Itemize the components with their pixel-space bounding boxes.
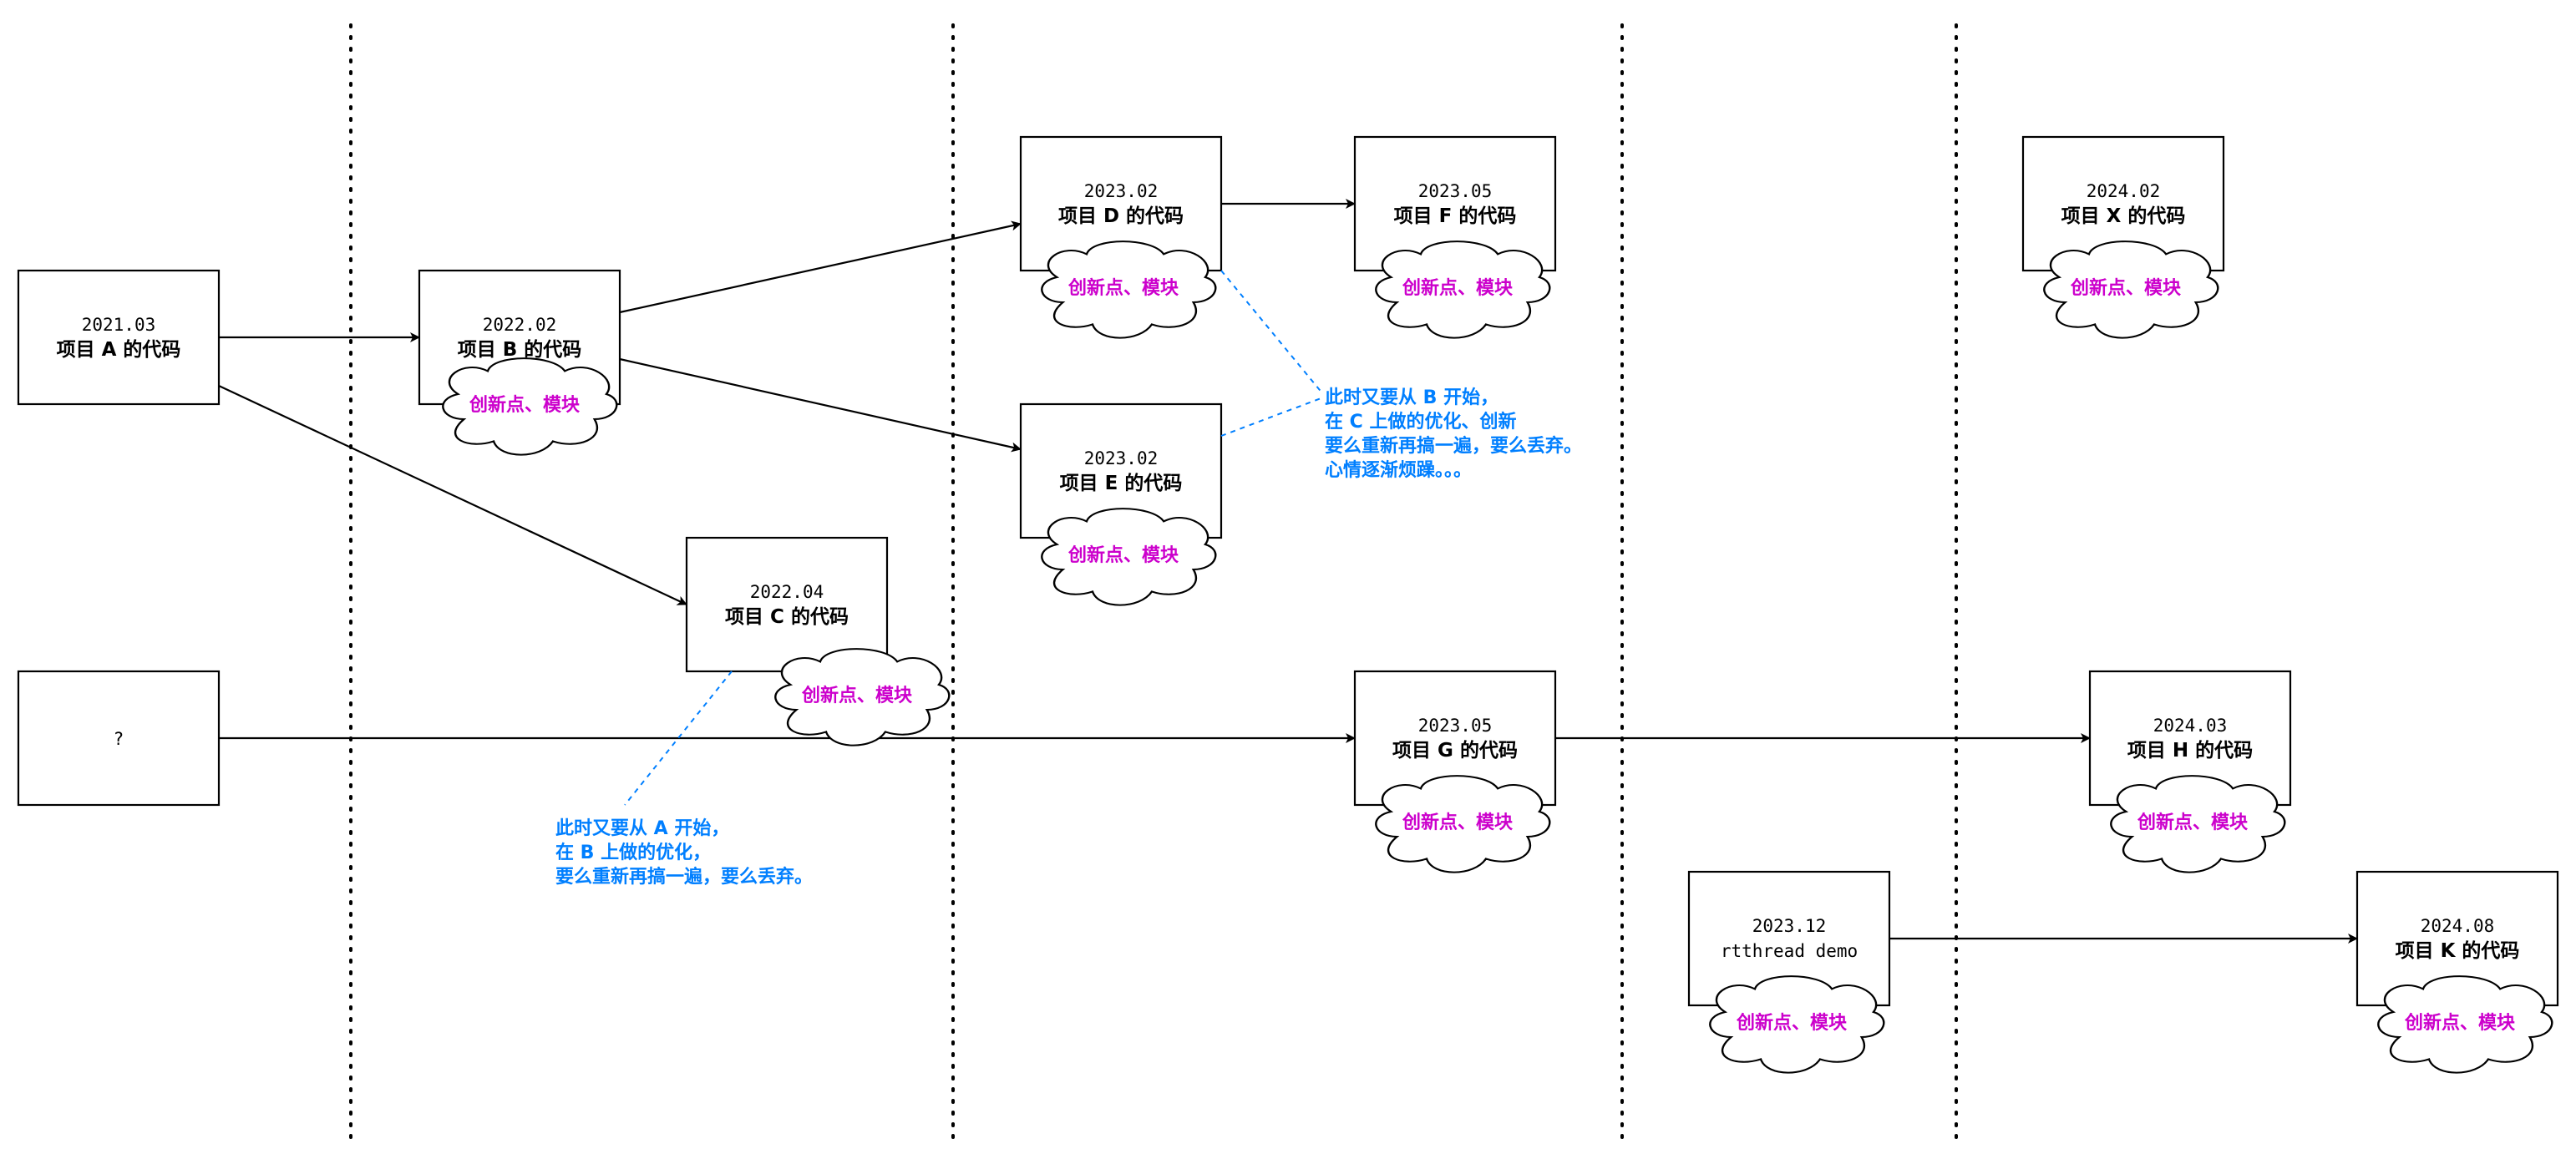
node-date: 2023.05 xyxy=(1418,716,1493,736)
node-box xyxy=(17,670,221,807)
node-q[interactable]: ? xyxy=(17,670,221,807)
node-title: rtthread demo xyxy=(1721,941,1858,961)
note-connectors xyxy=(624,270,1324,806)
node-title: 项目 E 的代码 xyxy=(1060,472,1183,494)
period-separators xyxy=(349,23,1958,1144)
note-line: 在 C 上做的优化、创新 xyxy=(1325,412,1517,433)
edge-arrow-a-to-c xyxy=(218,385,687,605)
edge-arrow-b-to-d xyxy=(619,220,1022,314)
note-connector-line xyxy=(1220,397,1324,437)
node-date: 2023.02 xyxy=(1084,448,1159,468)
node-title: 项目 H 的代码 xyxy=(2127,739,2253,762)
annotation-note-lower: 此时又要从 A 开始， 在 B 上做的优化， 要么重新再搞一遍，要么丢弃。 xyxy=(555,817,813,889)
node-r[interactable]: 2023.12 rtthread demo 创新点、模块 xyxy=(1687,870,1891,1074)
node-title: 项目 X 的代码 xyxy=(2061,205,2186,227)
cloud-label: 创新点、模块 xyxy=(1067,544,1179,566)
node-a[interactable]: 2021.03 项目 A 的代码 xyxy=(17,269,221,406)
node-title: 项目 K 的代码 xyxy=(2396,939,2520,962)
node-box xyxy=(17,269,221,406)
cloud-label: 创新点、模块 xyxy=(2404,1012,2516,1034)
note-line: 此时又要从 A 开始， xyxy=(555,818,730,839)
cloud-label: 创新点、模块 xyxy=(1402,277,1514,299)
node-title: 项目 D 的代码 xyxy=(1058,205,1184,227)
cloud-label: 创新点、模块 xyxy=(2137,812,2249,833)
node-title: 项目 A 的代码 xyxy=(57,338,181,361)
note-line: 在 B 上做的优化， xyxy=(555,843,712,863)
cloud-label: 创新点、模块 xyxy=(1067,277,1179,299)
node-date: 2023.02 xyxy=(1084,181,1159,201)
cloud-label: 创新点、模块 xyxy=(2070,277,2182,299)
note-connector-line xyxy=(1220,270,1324,395)
edges xyxy=(218,199,2358,944)
node-date: 2023.05 xyxy=(1418,181,1493,201)
note-connector-line xyxy=(624,671,733,806)
cloud-label: 创新点、模块 xyxy=(801,685,913,706)
annotation-note-upper: 此时又要从 B 开始， 在 C 上做的优化、创新 要么重新再搞一遍，要么丢弃。 … xyxy=(1325,386,1582,483)
cloud-label: 创新点、模块 xyxy=(1402,812,1514,833)
node-date: 2022.02 xyxy=(483,315,557,335)
edge-arrow-b-to-e xyxy=(619,357,1022,453)
note-line: 心情逐渐烦躁。。。 xyxy=(1325,460,1473,481)
note-line: 要么重新再搞一遍，要么丢弃。 xyxy=(555,867,814,888)
node-title: 项目 F 的代码 xyxy=(1394,205,1517,227)
note-line: 要么重新再搞一遍，要么丢弃。 xyxy=(1325,436,1583,457)
node-title: 项目 B 的代码 xyxy=(458,338,582,361)
node-date: 2024.02 xyxy=(2087,181,2161,201)
cloud-label: 创新点、模块 xyxy=(469,394,581,416)
cloud-label: 创新点、模块 xyxy=(1736,1012,1848,1034)
node-title: 项目 G 的代码 xyxy=(1392,739,1518,762)
note-line: 此时又要从 B 开始， xyxy=(1325,387,1499,408)
node-date: 2021.03 xyxy=(82,315,156,335)
node-date: 2023.12 xyxy=(1752,916,1827,936)
node-date: 2022.04 xyxy=(750,582,824,602)
node-date: 2024.08 xyxy=(2421,916,2495,936)
node-date: 2024.03 xyxy=(2153,716,2228,736)
node-title: 项目 C 的代码 xyxy=(725,605,849,628)
node-date: ? xyxy=(114,729,124,749)
